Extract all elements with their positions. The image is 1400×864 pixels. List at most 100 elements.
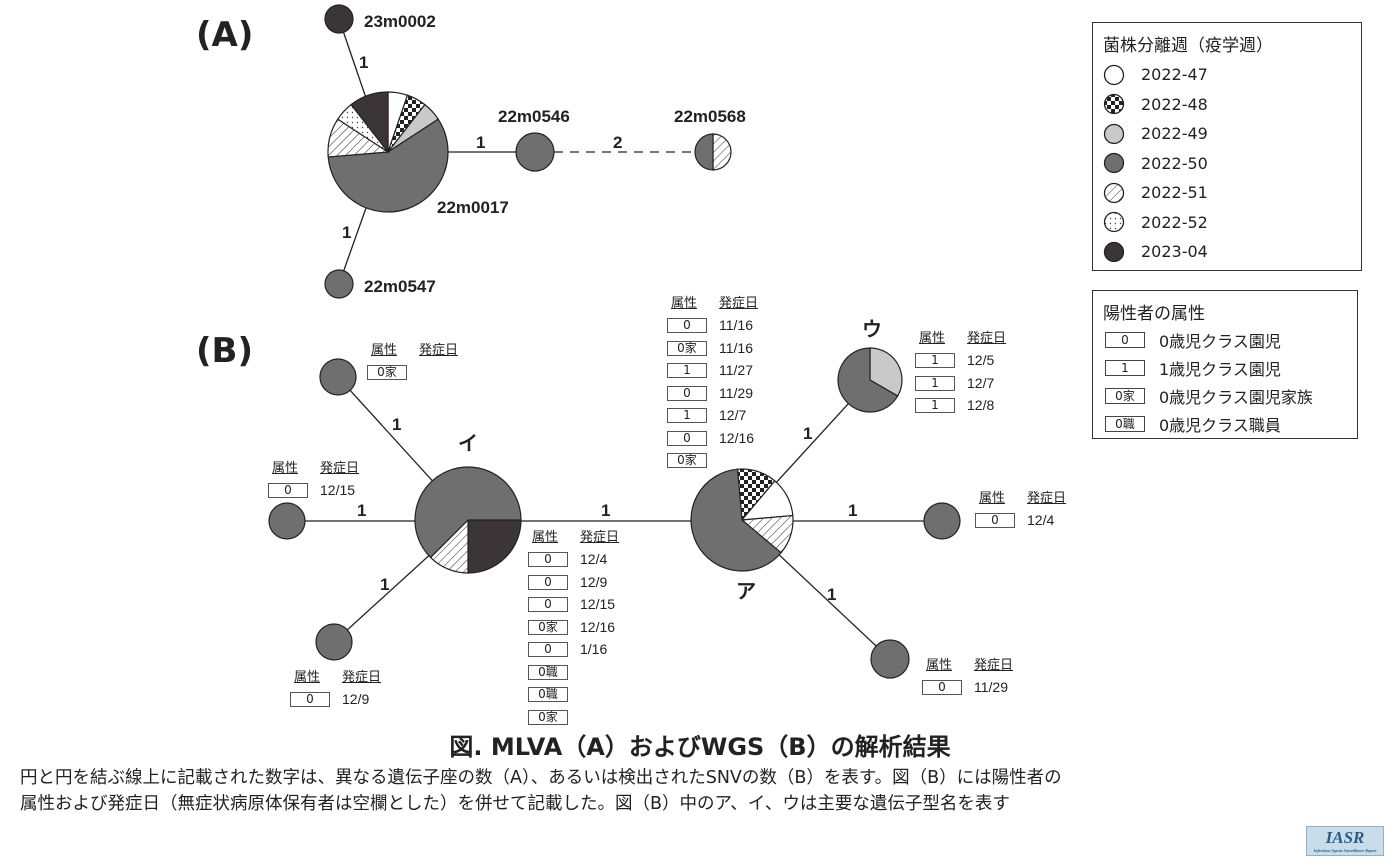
attr-code: 0家: [667, 453, 707, 468]
onset-date: 11/16: [719, 339, 753, 356]
attr-code: 0家: [528, 619, 568, 635]
table-header: 属性 発症日: [290, 669, 381, 686]
onset-date: 12/7: [719, 407, 747, 423]
legend-item: 2023-04: [1093, 237, 1361, 267]
panel-a-label: (A): [196, 15, 253, 55]
col-date: 発症日: [719, 296, 759, 311]
table-row: 0家: [367, 364, 458, 381]
onset-date: 12/16: [580, 618, 616, 635]
legend-title: 陽性者の属性: [1103, 304, 1205, 324]
node-22m0546: [515, 132, 555, 172]
onset-date: 1/16: [580, 641, 608, 657]
pie-slice-w2250: [324, 269, 354, 299]
legend-swatch-icon: [1103, 64, 1125, 85]
panel-b-label: (B): [196, 331, 253, 371]
legend-item: 2022-50: [1093, 149, 1361, 179]
edge-label: 1: [342, 223, 351, 242]
node-b-left: [268, 502, 306, 540]
col-attr: 属性: [294, 670, 321, 685]
caption-line-1: 円と円を結ぶ線上に記載された数字は、異なる遺伝子座の数（A）、あるいは検出された…: [20, 768, 1062, 788]
legend-item: 2022-48: [1093, 90, 1361, 120]
pie-slice-w2250: [837, 347, 899, 413]
attr-code: 0: [922, 680, 962, 695]
attr-code: 0家: [667, 340, 707, 356]
legend-label: 2022-47: [1141, 65, 1208, 85]
pie-slice-w2250: [414, 466, 522, 559]
legend-item: 2022-52: [1093, 208, 1361, 238]
legend-item: 2022-51: [1093, 178, 1361, 208]
legend-swatch-icon: [1103, 153, 1125, 174]
legend-label: 2022-52: [1141, 212, 1208, 232]
legend-swatch-icon: [1103, 212, 1125, 233]
col-attr: 属性: [272, 461, 299, 476]
legend-label: 0歳児クラス園児家族: [1159, 388, 1313, 407]
edge-label: 1: [803, 424, 812, 443]
pie-slice-w2250: [515, 132, 555, 172]
pie-slice-w2250: [694, 133, 714, 171]
legend-swatch-icon: [1103, 123, 1125, 144]
genotype-label-a: ア: [736, 579, 756, 603]
pie-slice-w2304: [467, 519, 522, 574]
legend-label: 0歳児クラス職員: [1159, 416, 1281, 435]
attr-code: 0職: [528, 687, 568, 702]
attr-code: 0: [528, 552, 568, 567]
node-label: 22m0546: [498, 107, 570, 126]
edge-label: 1: [392, 415, 401, 434]
onset-date: 11/29: [974, 679, 1008, 695]
attr-code: 0職: [528, 664, 568, 680]
legend-label: 1歳児クラス園児: [1159, 360, 1281, 379]
onset-date: 12/4: [1027, 512, 1055, 528]
attr-code: 1: [915, 398, 955, 413]
legend-label: 2022-51: [1141, 183, 1208, 203]
col-date: 発症日: [974, 658, 1014, 673]
legend-label: 2022-48: [1141, 94, 1208, 114]
edge-label: 1: [380, 575, 389, 594]
table-row: 0家: [528, 709, 619, 726]
table-header: 属性発症日: [975, 490, 1066, 507]
pie-slice-w2251: [712, 133, 732, 171]
legend-title: 菌株分離週（疫学週）: [1103, 36, 1273, 56]
edge-label: 1: [476, 133, 485, 152]
edge-label: 1: [359, 53, 368, 72]
attr-code-box: 1: [1105, 360, 1145, 376]
attr-code: 0: [667, 430, 707, 446]
node-22m0568: [694, 133, 732, 171]
col-date: 発症日: [342, 670, 382, 685]
node-a: [690, 468, 794, 572]
onset-date: 12/5: [967, 352, 995, 368]
attr-code-box: 0: [1105, 332, 1145, 348]
pie-slice-w2250: [319, 358, 357, 396]
node-b-right: [923, 502, 961, 540]
legend-item: 2022-47: [1093, 60, 1361, 90]
node-i: [414, 466, 522, 574]
node-b-top-left: [319, 358, 357, 396]
legend-swatch-icon: [1103, 241, 1125, 262]
table-header: 属性発症日: [667, 295, 758, 312]
onset-date: 12/15: [580, 596, 616, 612]
onset-date: 11/27: [719, 362, 753, 378]
attr-code: 0: [667, 318, 707, 333]
genotype-label-i: イ: [458, 431, 478, 455]
pie-slice-w2250: [268, 502, 306, 540]
attr-code: 0家: [528, 709, 568, 725]
col-attr: 属性: [371, 343, 398, 358]
col-attr: 属性: [532, 530, 559, 545]
